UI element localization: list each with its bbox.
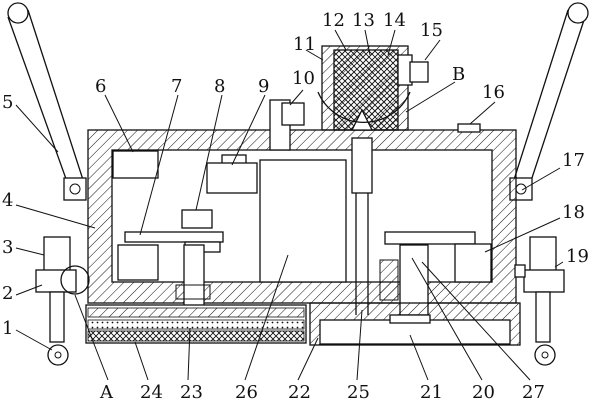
label-19: 19 [566,246,589,267]
label-13: 13 [352,10,375,31]
gear-assembly-right [379,231,492,316]
label-A: A [99,382,114,403]
bottom-tank [309,302,521,346]
label-1: 1 [2,318,13,339]
hopper [317,45,429,131]
left-handle [7,2,87,201]
label-12: 12 [322,10,345,31]
label-14: 14 [383,10,406,31]
part-labels: 1 2 3 4 5 6 7 8 9 10 11 12 13 14 15 16 1… [2,10,589,403]
label-18: 18 [562,202,585,223]
part-6 [112,150,159,179]
label-10: 10 [292,68,315,89]
part-16 [457,123,481,133]
motor-10 [259,99,347,283]
label-24: 24 [140,382,163,403]
label-21: 21 [420,382,443,403]
label-7: 7 [171,76,182,97]
filter-layers [85,304,307,344]
label-5: 5 [2,92,13,113]
label-6: 6 [95,76,106,97]
label-27: 27 [522,382,545,403]
label-22: 22 [288,382,311,403]
label-26: 26 [235,382,258,403]
label-B: B [452,64,465,85]
label-20: 20 [472,382,495,403]
label-16: 16 [482,82,505,103]
label-2: 2 [2,283,13,304]
label-9: 9 [258,76,269,97]
label-17: 17 [562,150,585,171]
central-shaft [351,137,373,315]
label-15: 15 [420,20,443,41]
label-4: 4 [2,190,13,211]
right-wheel-assembly [514,236,565,366]
label-8: 8 [214,76,225,97]
label-25: 25 [347,382,370,403]
leader-lines [15,29,564,381]
label-23: 23 [180,382,203,403]
label-11: 11 [293,34,316,55]
left-wheel-assembly [35,236,90,366]
label-3: 3 [2,237,13,258]
